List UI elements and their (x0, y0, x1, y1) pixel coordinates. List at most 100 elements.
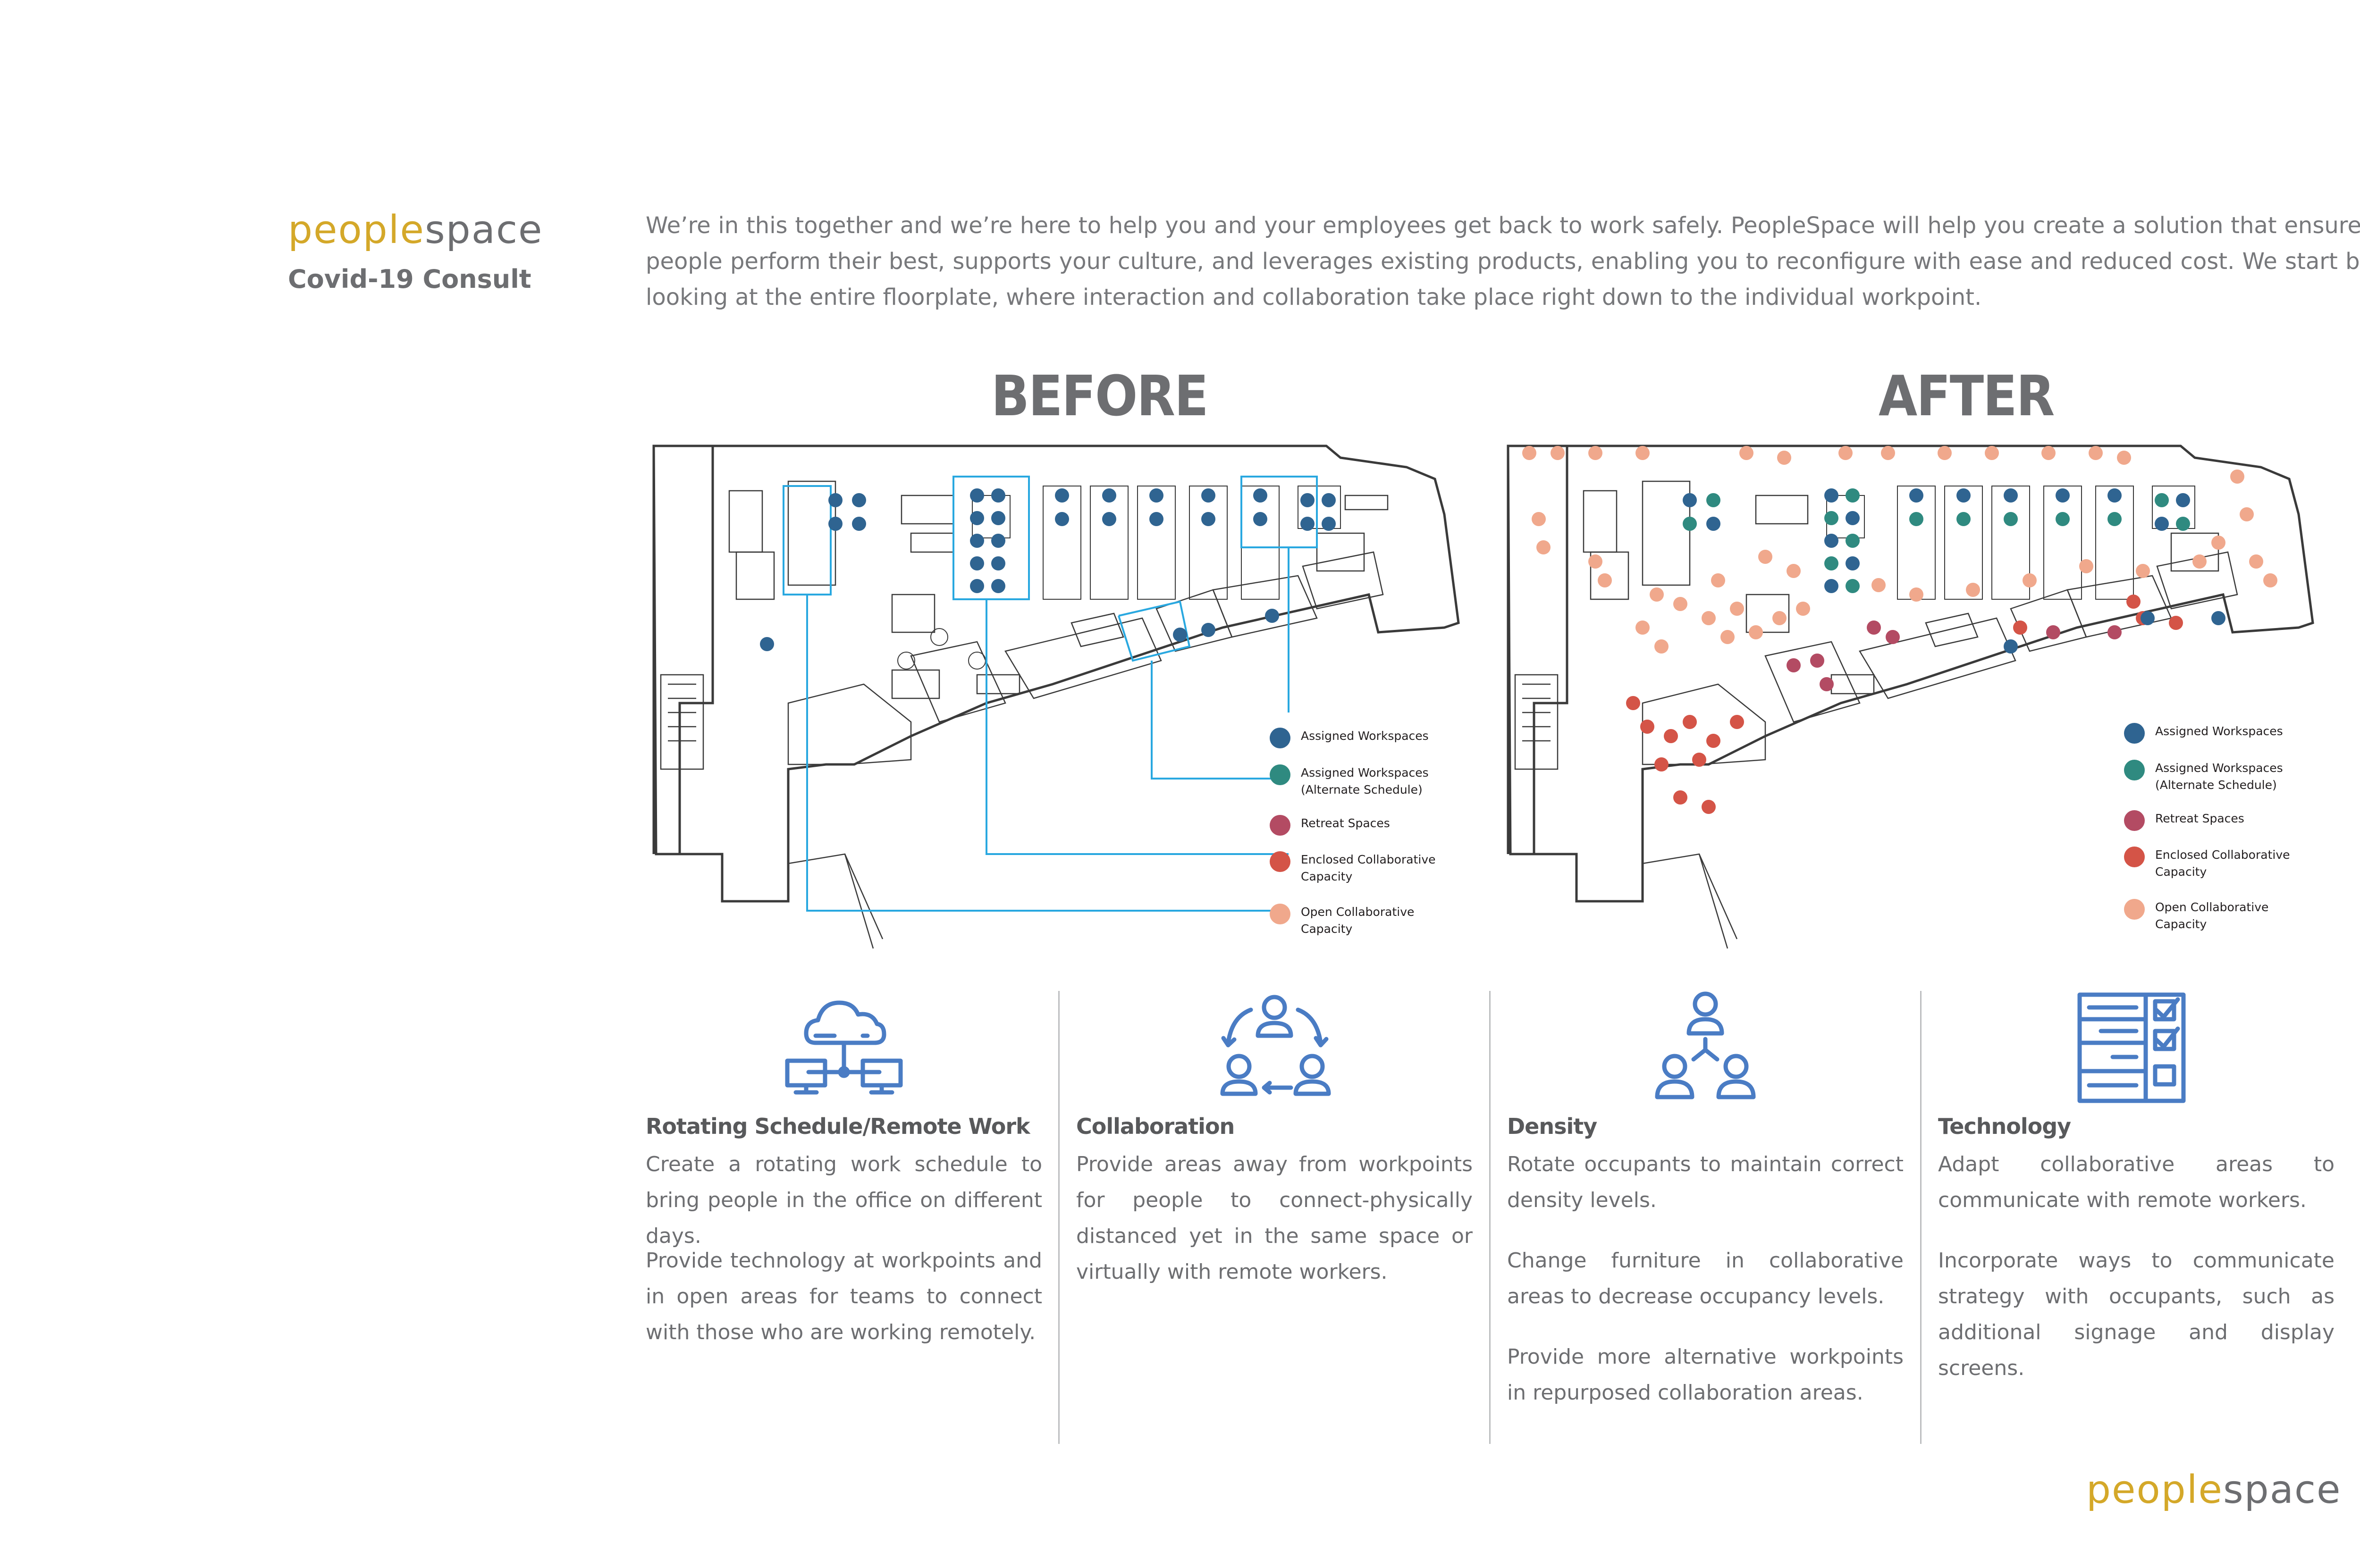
workspace-dot (2023, 573, 2037, 587)
workspace-dot (2046, 625, 2060, 639)
legend-swatch (1270, 764, 1290, 785)
column-title: Density (1507, 1114, 1597, 1139)
people-hierarchy-icon (1655, 991, 1756, 1099)
workspace-dot (991, 556, 1005, 570)
workspace-dot (1758, 550, 1772, 564)
legend-swatch (2124, 899, 2145, 920)
workspace-dot (1640, 720, 1654, 734)
column-divider (1920, 991, 1922, 1444)
workspace-dot (2141, 611, 2155, 625)
workspace-dot (1322, 493, 1336, 507)
workspace-dot (2004, 488, 2018, 503)
workspace-dot (1720, 630, 1735, 644)
workspace-dot (970, 579, 984, 593)
workspace-dot (991, 534, 1005, 548)
workspace-dot (1201, 512, 1215, 526)
column-paragraph: Provide more alternative workpoints in r… (1507, 1345, 1904, 1405)
workspace-dot (1664, 729, 1678, 743)
workspace-dot (1966, 583, 1980, 597)
collaboration-cycle-icon (1220, 995, 1331, 1096)
workspace-dot (2211, 611, 2225, 625)
workspace-dot (1635, 620, 1650, 635)
legend-label: Assigned Workspaces(Alternate Schedule) (2155, 761, 2283, 792)
workspace-dot (1536, 540, 1551, 554)
workspace-dot (2155, 493, 2169, 507)
legend-swatch (1270, 851, 1290, 872)
column-paragraph: Rotate occupants to maintain correct den… (1507, 1152, 1904, 1212)
column-divider (1058, 991, 1060, 1444)
workspace-dot (2249, 554, 2263, 569)
workspace-dot (991, 488, 1005, 503)
workspace-dot (1265, 609, 1279, 623)
workspace-dot (991, 511, 1005, 525)
workspace-dot (1173, 628, 1187, 642)
workspace-dot (1871, 578, 1886, 592)
workspace-dot (1881, 446, 1895, 460)
cloud-network-icon (785, 1000, 903, 1095)
workspace-dot (1787, 658, 1801, 672)
workspace-dot (1706, 493, 1720, 507)
workspace-dot (1846, 534, 1860, 548)
workspace-dot (852, 493, 866, 507)
intro-paragraph: We’re in this together and we’re here to… (646, 212, 2360, 310)
workspace-dot (970, 488, 984, 503)
workspace-dots-before (760, 488, 1336, 651)
workspace-dot (1322, 517, 1336, 531)
workspace-dot (1702, 800, 1716, 814)
workspace-dot (2117, 451, 2131, 465)
floorplan-before (652, 444, 1460, 949)
workspace-dot (1683, 517, 1697, 531)
brand-part-people: people (288, 208, 425, 252)
workspace-dot (2136, 564, 2150, 578)
workspace-dot (1650, 587, 1664, 602)
workspace-dot (2107, 488, 2122, 503)
legend-swatch (2124, 723, 2145, 744)
workspace-dot (2013, 620, 2027, 635)
workspace-dot (1300, 517, 1315, 531)
workspace-dot (2192, 554, 2207, 569)
workspace-dot (1846, 488, 1860, 503)
workspace-dot (1532, 512, 1546, 526)
legend-swatch (1270, 904, 1290, 924)
workspace-dot (1588, 446, 1602, 460)
workspace-dot (2107, 625, 2122, 639)
workspace-dot (1149, 488, 1163, 503)
legend-label: Assigned Workspaces (2155, 724, 2283, 738)
workspace-dot (1706, 517, 1720, 531)
workspace-dot (1201, 623, 1215, 637)
workspace-dot (2176, 493, 2190, 507)
brand-part-space: space (2223, 1467, 2342, 1512)
workspace-dot (2107, 512, 2122, 526)
column-paragraph: Provide areas away from workpoints for p… (1076, 1152, 1473, 1284)
workspace-dot (1909, 587, 1923, 602)
floorplan-outline (1507, 444, 2314, 903)
workspace-dot (1956, 488, 1971, 503)
workspace-dot (1102, 488, 1116, 503)
legend-swatch (1270, 815, 1290, 836)
workspace-dot (1796, 602, 1810, 616)
workspace-dot (2176, 517, 2190, 531)
workspace-dot (1909, 512, 1923, 526)
workspace-dot (1909, 488, 1923, 503)
workspace-dot (1300, 493, 1315, 507)
floorplan-after (1507, 444, 2314, 949)
after-title: AFTER (1879, 363, 2055, 428)
workspace-dot (2004, 512, 2018, 526)
workspace-dot (1654, 639, 1669, 654)
workspace-dot (1824, 579, 1838, 593)
workspace-dot (828, 493, 843, 507)
workspace-dot (1673, 790, 1687, 805)
workspace-dot (1626, 696, 1640, 710)
workspace-dot (2126, 595, 2141, 609)
workspace-dot (1730, 715, 1744, 729)
workspace-dot (1867, 620, 1881, 635)
legend-swatch (2124, 760, 2145, 780)
workspace-dot (1730, 602, 1744, 616)
legend-swatch (2124, 810, 2145, 831)
workspace-dot (2240, 507, 2254, 521)
workspace-dot (2079, 559, 2093, 573)
column-paragraph: Provide technology at workpoints and in … (646, 1249, 1042, 1344)
